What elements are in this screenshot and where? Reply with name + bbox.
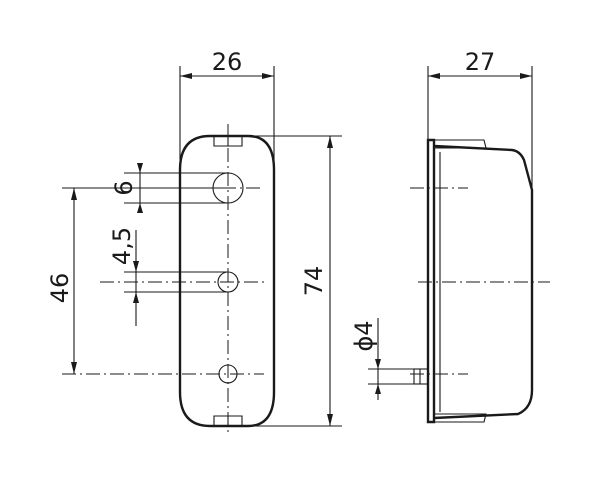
overall-height-label: 74	[300, 266, 328, 297]
dimension-hole-spacing: 46	[46, 187, 228, 374]
mounting-pin	[413, 368, 429, 385]
front-view-outline	[178, 134, 276, 428]
side-bottom-clip	[434, 413, 487, 423]
side-depth-label: 27	[465, 48, 496, 76]
dimension-side-depth: 27	[427, 48, 533, 196]
pin-diameter-label: ϕ4	[350, 320, 378, 351]
front-view	[62, 124, 276, 436]
front-width-label: 26	[212, 48, 243, 76]
dimension-middle-hole: 4,5	[108, 227, 228, 326]
dimension-front-width: 26	[179, 48, 275, 160]
hole-spacing-label: 46	[46, 273, 74, 304]
base-plate	[426, 138, 436, 424]
middle-hole-label: 4,5	[108, 227, 136, 265]
dimension-pin-diameter: ϕ4	[350, 318, 414, 400]
dimension-overall-height: 74	[250, 135, 342, 427]
side-view	[410, 138, 550, 424]
